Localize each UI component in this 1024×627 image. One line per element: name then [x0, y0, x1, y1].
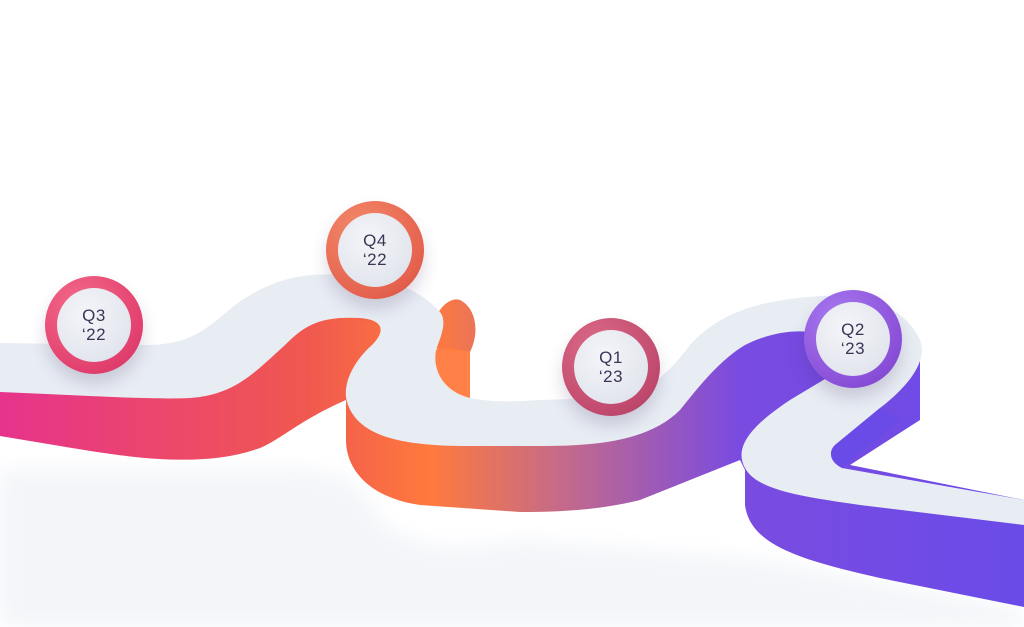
milestone-year: ‘22 [362, 250, 388, 269]
milestone-quarter: Q3 [82, 306, 106, 325]
milestone-label: Q2 ‘23 [816, 302, 890, 376]
milestone-q3-22: Q3 ‘22 [45, 276, 143, 374]
milestone-quarter: Q1 [599, 348, 623, 367]
milestone-label: Q1 ‘23 [574, 330, 648, 404]
milestone-q2-23: Q2 ‘23 [804, 290, 902, 388]
milestone-year: ‘23 [840, 339, 866, 358]
milestone-year: ‘22 [81, 325, 107, 344]
road-surface [0, 274, 1024, 525]
road-inner-wall-3 [830, 408, 900, 468]
milestone-quarter: Q2 [841, 320, 865, 339]
milestone-year: ‘23 [598, 367, 624, 386]
milestone-quarter: Q4 [363, 231, 387, 250]
road-shadow [0, 470, 1024, 627]
milestone-q4-22: Q4 ‘22 [326, 201, 424, 299]
milestone-label: Q3 ‘22 [57, 288, 131, 362]
milestone-label: Q4 ‘22 [338, 213, 412, 287]
milestone-q1-23: Q1 ‘23 [562, 318, 660, 416]
road-inner-wall-1 [435, 347, 470, 398]
